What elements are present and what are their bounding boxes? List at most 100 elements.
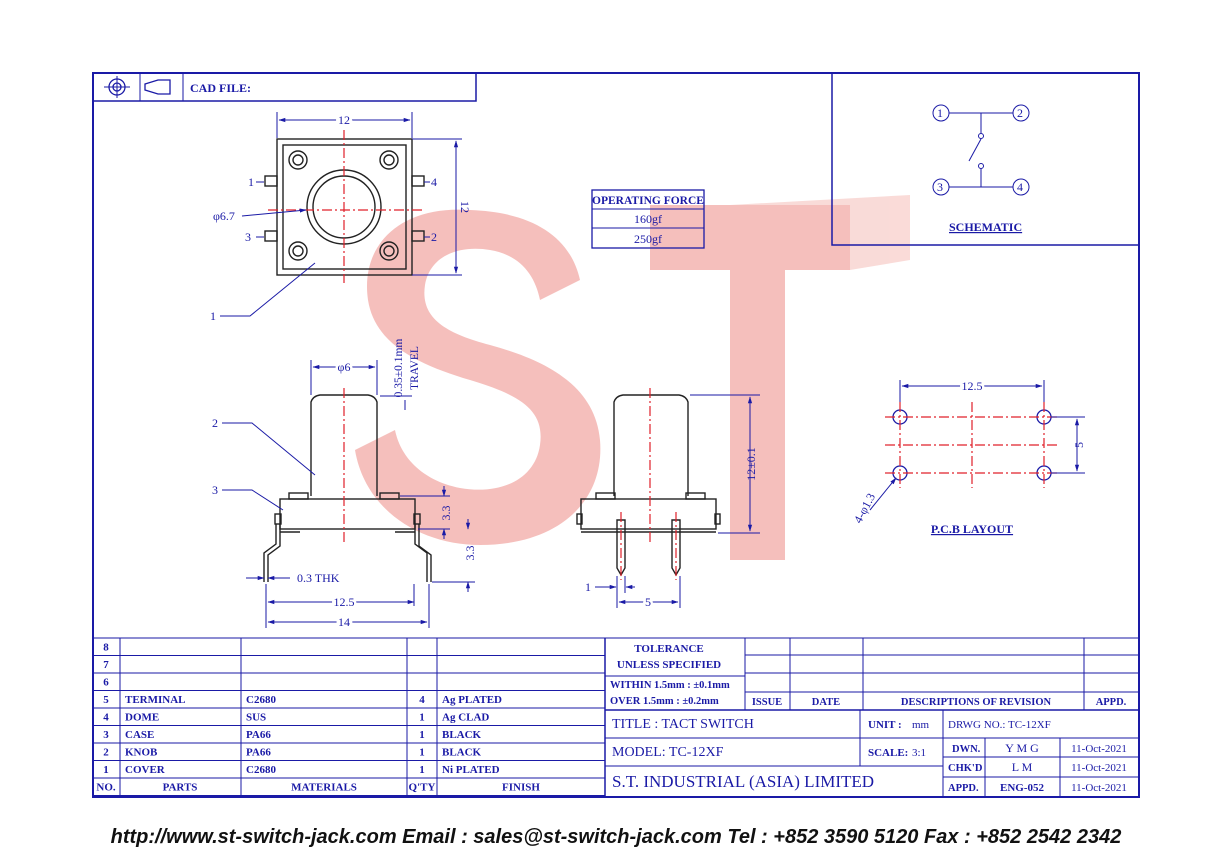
schematic-panel: 1 2 3 4 SCHEMATIC	[831, 72, 1140, 246]
front-height-dim: 12±0.1	[744, 447, 758, 481]
appd-label: APPD.	[948, 783, 979, 794]
bom-row-part: DOME	[125, 712, 159, 724]
st-watermark: ST	[355, 195, 910, 560]
callout-2: 2	[212, 416, 218, 430]
bom-row-part: COVER	[125, 764, 166, 776]
bom-header-qty: Q'TY	[409, 782, 436, 794]
schematic-pin-1: 1	[937, 106, 943, 120]
front-view: 12±0.1 1 5	[576, 388, 760, 612]
bom-row-no: 2	[103, 747, 109, 759]
bom-row-finish: BLACK	[442, 747, 482, 759]
width-14-dim: 14	[338, 615, 350, 629]
operating-force-160: 160gf	[634, 212, 662, 226]
company-name: S.T. INDUSTRIAL (ASIA) LIMITED	[612, 772, 874, 791]
side-view: φ6 0.35±0.1mm TRAVEL 2 3 3.3 3.3 0.3	[212, 339, 477, 632]
bom-header-no: NO.	[96, 782, 116, 794]
bom-row-no: 5	[103, 694, 109, 706]
title-block: TITLE : TACT SWITCH MODEL: TC-12XF S.T. …	[605, 709, 1139, 797]
bom-row-finish: Ag CLAD	[442, 712, 489, 724]
drawing-border	[92, 72, 1140, 798]
scale-value: 3:1	[912, 747, 926, 759]
top-height-dim: 12	[458, 201, 472, 213]
contact-footer: http://www.st-switch-jack.com Email : sa…	[110, 826, 1122, 848]
body-callout-1: 1	[210, 309, 216, 323]
bom-row-finish: Ni PLATED	[442, 764, 500, 776]
title-text: TITLE : TACT SWITCH	[612, 717, 754, 732]
pcb-width-dim: 12.5	[962, 379, 983, 393]
knob-dia-label: φ6.7	[213, 209, 235, 223]
pin-label-2: 2	[431, 230, 437, 244]
drawing-number: DRWG NO.: TC-12XF	[948, 719, 1051, 731]
bom-header-finish: FINISH	[502, 782, 540, 794]
operating-force-table: OPERATING FORCE 160gf 250gf	[591, 189, 705, 249]
tolerance-title: TOLERANCE	[634, 643, 703, 655]
tolerance-line-1: WITHIN 1.5mm : ±0.1mm	[610, 680, 730, 691]
top-width-dim: 12	[338, 113, 350, 127]
travel-label: TRAVEL	[409, 346, 421, 390]
cad-file-header: CAD FILE:	[92, 72, 477, 102]
bom-row-qty: 1	[419, 747, 425, 759]
thk-label: 0.3 THK	[297, 571, 340, 585]
bom-row-finish: BLACK	[442, 729, 482, 741]
dwn-date: 11-Oct-2021	[1071, 743, 1127, 755]
schematic-pin-2: 2	[1017, 106, 1023, 120]
pcb-title: P.C.B LAYOUT	[931, 522, 1013, 536]
bom-header-materials: MATERIALS	[291, 782, 357, 794]
scale-label: SCALE:	[868, 747, 908, 759]
bom-row-no: 1	[103, 764, 109, 776]
bom-row-part: CASE	[125, 729, 154, 741]
bom-row-material: PA66	[246, 729, 271, 741]
tolerance-block: TOLERANCE UNLESS SPECIFIED WITHIN 1.5mm …	[604, 637, 1139, 797]
dwn-label: DWN.	[952, 744, 981, 755]
appd-value: ENG-052	[1000, 782, 1045, 794]
unit-value: mm	[912, 719, 930, 731]
revision-desc: DESCRIPTIONS OF REVISION	[901, 697, 1052, 708]
bom-row-finish: Ag PLATED	[442, 694, 502, 706]
pcb-holes-dim: 4-φ1.3	[851, 491, 878, 526]
bom-row-qty: 4	[419, 694, 425, 706]
model-text: MODEL: TC-12XF	[612, 745, 724, 760]
bom-row-part: TERMINAL	[125, 694, 186, 706]
appd-date: 11-Oct-2021	[1071, 782, 1127, 794]
bom-row-part: KNOB	[125, 747, 158, 759]
side-knob-dia: φ6	[338, 360, 351, 374]
unit-label: UNIT :	[868, 719, 902, 731]
operating-force-header: OPERATING FORCE	[592, 195, 704, 207]
revision-issue: ISSUE	[752, 697, 782, 708]
operating-force-250: 250gf	[634, 232, 662, 246]
bom-row-material: SUS	[246, 712, 266, 724]
pin-label-3: 3	[245, 230, 251, 244]
bom-row-qty: 1	[419, 729, 425, 741]
schematic-title: SCHEMATIC	[949, 220, 1022, 234]
chkd-value: L M	[1012, 760, 1033, 774]
projection-cone-icon	[144, 79, 171, 95]
tolerance-subtitle: UNLESS SPECIFIED	[617, 659, 721, 671]
chkd-label: CHK'D	[948, 763, 983, 774]
bom-row-no: 8	[103, 642, 109, 654]
pin-label-1: 1	[248, 175, 254, 189]
chkd-date: 11-Oct-2021	[1071, 762, 1127, 774]
body-height-dim: 3.3	[439, 506, 453, 521]
bom-row-material: C2680	[246, 694, 276, 706]
travel-dim: 0.35±0.1mm	[393, 339, 405, 398]
bom-row-no: 6	[103, 677, 109, 689]
schematic-pin-3: 3	[937, 180, 943, 194]
top-view: 12 1 4 3 2 φ6.7 12 1	[210, 110, 472, 323]
bom-row-qty: 1	[419, 764, 425, 776]
bom-row-no: 3	[103, 729, 109, 741]
dwn-value: Y M G	[1005, 741, 1039, 755]
pin-width-dim: 1	[585, 580, 591, 594]
pin-label-4: 4	[431, 175, 437, 189]
leg-height-dim: 3.3	[463, 546, 477, 561]
schematic-pin-4: 4	[1017, 180, 1023, 194]
bom-row-material: C2680	[246, 764, 276, 776]
callout-3: 3	[212, 483, 218, 497]
pcb-layout: 12.5 5 4-φ1.3 P.C.B LAYOUT	[851, 377, 1086, 537]
revision-date: DATE	[812, 697, 840, 708]
pitch-dim: 5	[645, 595, 651, 609]
bom-row-no: 4	[103, 712, 109, 724]
width-12-5-dim: 12.5	[334, 595, 355, 609]
revision-appd: APPD.	[1096, 697, 1127, 708]
bom-row-qty: 1	[419, 712, 425, 724]
